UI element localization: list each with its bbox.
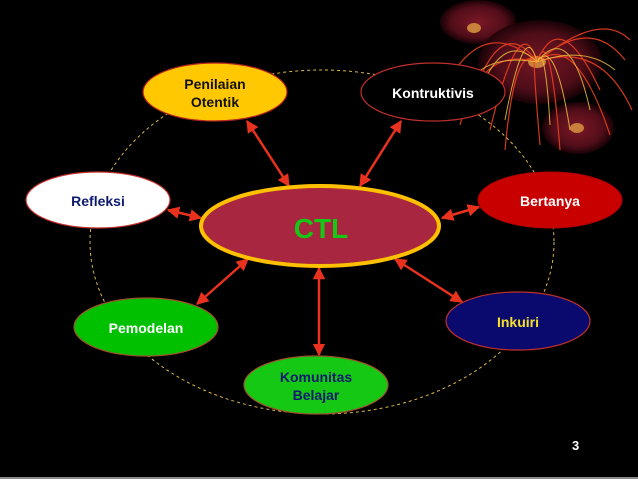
node-label-line-2: Otentik (191, 94, 239, 110)
center-node-ctl[interactable]: CTL (199, 184, 441, 268)
center-label: CTL (294, 213, 348, 244)
node-kontruktivis[interactable]: Kontruktivis (360, 62, 506, 122)
arrow-kontruktivis (358, 119, 403, 188)
node-label-line-1: Penilaian (184, 76, 245, 92)
node-label-line-1: Komunitas (280, 369, 353, 385)
node-label: Refleksi (71, 193, 125, 209)
connector-arrows (166, 119, 481, 357)
node-komunitas-belajar[interactable]: Komunitas Belajar (243, 355, 389, 415)
node-inkuiri[interactable]: Inkuiri (445, 291, 591, 351)
node-label-line-2: Belajar (293, 387, 340, 403)
node-label: Kontruktivis (392, 85, 474, 101)
arrow-bertanya (440, 204, 481, 221)
node-label: Bertanya (520, 193, 580, 209)
slide-page-number: 3 (572, 438, 580, 453)
arrow-penilaian (245, 119, 291, 188)
node-bertanya[interactable]: Bertanya (477, 171, 623, 229)
node-label: Pemodelan (109, 320, 184, 336)
node-label: Inkuiri (497, 314, 539, 330)
arrow-pemodelan (196, 258, 249, 305)
arrow-refleksi (166, 206, 203, 222)
bottom-border (0, 477, 638, 479)
node-pemodelan[interactable]: Pemodelan (73, 297, 219, 357)
node-penilaian-otentik[interactable]: Penilaian Otentik (142, 62, 288, 122)
arrow-inkuiri (393, 257, 464, 304)
node-refleksi[interactable]: Refleksi (25, 171, 171, 229)
